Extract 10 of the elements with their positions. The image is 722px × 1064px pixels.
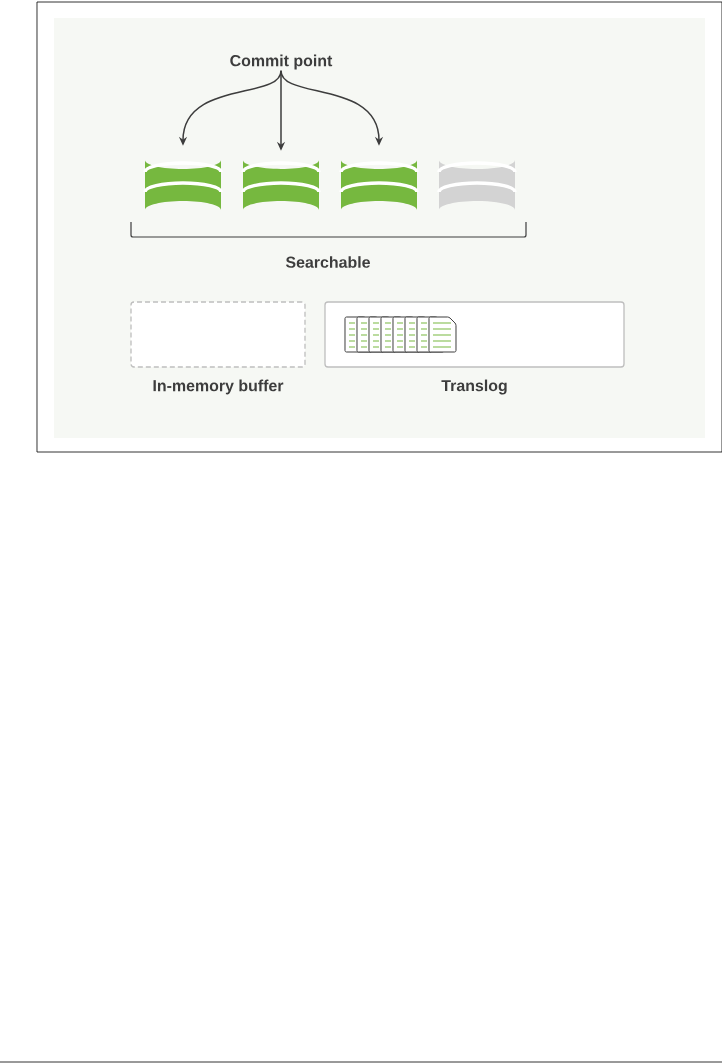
database-cylinder (339, 160, 419, 210)
database-cylinder (143, 160, 223, 210)
buffer-box: In-memory buffer (130, 301, 306, 395)
node-label: In-memory buffer (153, 379, 284, 395)
database-cylinder (241, 160, 321, 210)
bracket-label: Searchable (285, 256, 370, 268)
database-cylinder (437, 160, 517, 210)
node-label: Translog (441, 379, 507, 395)
log-box: Translog (324, 301, 625, 395)
heading: Commit point (230, 54, 333, 70)
